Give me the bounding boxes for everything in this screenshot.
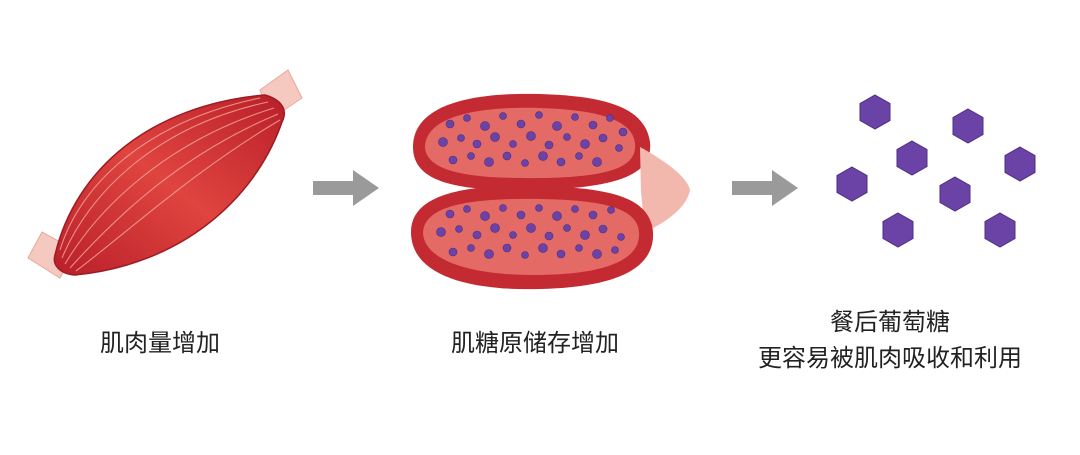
arrow-right-icon	[313, 170, 379, 206]
arrow-right-icon	[732, 170, 798, 206]
step3-label-line1: 餐后葡萄糖	[830, 308, 950, 336]
step1-label: 肌肉量增加	[100, 329, 220, 357]
muscle-cross-section-icon	[411, 93, 690, 290]
glucose-hexagons-icon	[836, 94, 1036, 248]
step3-label-line2: 更容易被肌肉吸收和利用	[758, 344, 1022, 372]
muscle-icon	[27, 69, 303, 279]
step2-label: 肌糖原储存增加	[451, 329, 619, 357]
